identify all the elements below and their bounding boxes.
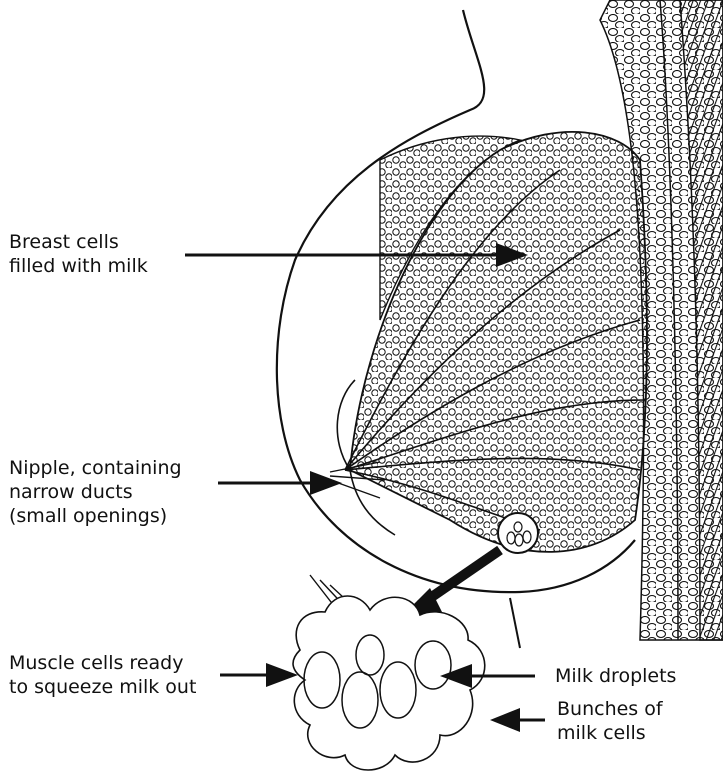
label-breast-cells: Breast cells filled with milk <box>9 230 148 278</box>
arrow-muscle-cells <box>220 663 298 687</box>
label-muscle-cells: Muscle cells ready to squeeze milk out <box>9 651 196 699</box>
label-bunches: Bunches of milk cells <box>557 697 663 745</box>
label-nipple: Nipple, containing narrow ducts (small o… <box>9 456 182 528</box>
magnify-circle <box>498 513 538 553</box>
gland-body <box>345 132 647 552</box>
arrow-nipple <box>218 471 342 495</box>
label-milk-droplets: Milk droplets <box>555 664 676 688</box>
arrow-bunches <box>490 708 545 732</box>
lower-outline <box>510 598 520 648</box>
